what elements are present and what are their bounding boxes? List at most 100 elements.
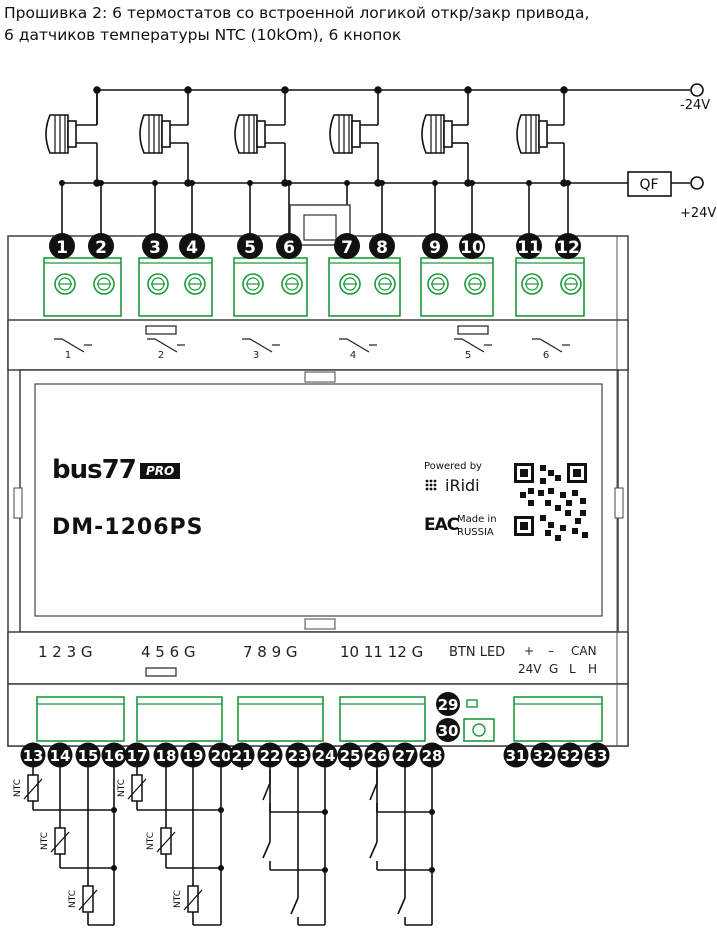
relay-symbol-6: 6 [532, 338, 570, 361]
qr-finder-core [520, 522, 528, 530]
top-terminal-number: 11 [517, 238, 541, 258]
qr-finder-core [520, 469, 528, 477]
bottom-terminal-number: 19 [183, 747, 204, 765]
top-terminal-badge [88, 233, 114, 259]
relay-number: 5 [465, 350, 471, 361]
junction-dot [560, 86, 568, 94]
bottom-terminal-badge [530, 742, 556, 768]
ntc-body [131, 774, 143, 802]
top-terminal-badge [459, 233, 485, 259]
actuators [45, 114, 548, 154]
ntc-slash [23, 778, 43, 800]
bus-indicator [145, 667, 177, 677]
breaker-box [627, 171, 672, 197]
platform-dots-icon [425, 483, 429, 487]
relay-number: 6 [543, 350, 549, 361]
bottom-terminal-badge [419, 742, 445, 768]
bottom-terminal-badge [153, 742, 179, 768]
bottom-terminal-badge [75, 742, 101, 768]
ntc-body [82, 885, 94, 913]
bottom-terminal-badge [503, 742, 529, 768]
bottom-terminal-number: 27 [395, 747, 416, 765]
actuator-neck [351, 120, 361, 148]
relay-contact [454, 338, 485, 353]
bottom-terminal-badge [337, 742, 363, 768]
side-terminal-badge [436, 692, 460, 716]
made-in-label: Made in RUSSIA [457, 513, 497, 539]
relay-contact [147, 338, 178, 353]
bottom-terminal-badge [392, 742, 418, 768]
relay-indicator [145, 325, 177, 335]
top-terminal-number: 6 [283, 238, 295, 258]
actuator-neck [161, 120, 171, 148]
side-terminal-badge [436, 718, 460, 742]
ntc-label: NTC [173, 890, 183, 908]
actuator-neck [256, 120, 266, 148]
brand-badge: PRO [140, 463, 181, 479]
relay-contact [532, 338, 563, 353]
plus-label: + [524, 644, 535, 658]
led-indicator [466, 699, 478, 708]
bottom-terminal-number: 17 [127, 747, 148, 765]
junction-dot [111, 865, 117, 871]
din-module [7, 204, 629, 747]
qr-finder-core [573, 469, 581, 477]
ntc-sensor: NTC [68, 885, 98, 913]
top-terminal-badge [422, 233, 448, 259]
bottom-terminal-number: 24 [315, 747, 336, 765]
platform-dots-icon [429, 483, 433, 487]
powered-by-label: Powered by [424, 461, 482, 472]
top-terminal-badge [142, 233, 168, 259]
qr-module [540, 465, 546, 471]
actuator-5 [421, 114, 453, 154]
wire [262, 841, 271, 859]
wire [290, 897, 299, 915]
actuator-neck [67, 120, 77, 148]
top-terminal-badge [369, 233, 395, 259]
ntc-sensor: NTC [13, 774, 43, 802]
bottom-terminal-badge [285, 742, 311, 768]
v24-label: 24V [518, 662, 542, 676]
qr-module [545, 530, 551, 536]
qr-module [540, 478, 546, 484]
qr-module [555, 535, 561, 541]
relay-contact [54, 338, 85, 353]
ntc-body [187, 885, 199, 913]
top-terminal-badge [555, 233, 581, 259]
junction-dot [281, 86, 289, 94]
bottom-terminal-number: 23 [288, 747, 309, 765]
ntc-sensor: NTC [117, 774, 147, 802]
qr-module [548, 488, 554, 494]
relay-contact [339, 338, 370, 353]
relay-number: 4 [350, 350, 356, 361]
junction-dot [526, 180, 532, 186]
junction-dot [59, 180, 65, 186]
side-terminal-number: 29 [438, 696, 459, 714]
qr-module [548, 470, 554, 476]
model-name: DM-1206PS [52, 515, 204, 540]
l-label: L [569, 662, 576, 676]
qr-module [548, 522, 554, 528]
relay-symbol-2: 2 [147, 338, 185, 361]
relay-number: 3 [253, 350, 259, 361]
ntc-body [54, 827, 66, 855]
top-terminal-badge [179, 233, 205, 259]
junction-dot [560, 179, 568, 187]
junction-dot [93, 179, 101, 187]
relay-number: 2 [158, 350, 164, 361]
bottom-terminal-number: 16 [104, 747, 125, 765]
top-terminal-number: 8 [376, 238, 388, 258]
qr-module [520, 492, 526, 498]
ntc-sensor: NTC [40, 827, 70, 855]
platform-dots-icon [425, 479, 429, 483]
can-label: CAN [571, 644, 597, 658]
bottom-terminal-number: 15 [78, 747, 99, 765]
junction-dot [152, 180, 158, 186]
top-terminal-number: 5 [244, 238, 256, 258]
top-terminal-number: 3 [149, 238, 161, 258]
actuator-neck [443, 120, 453, 148]
ntc-label: NTC [117, 779, 127, 797]
bottom-terminal-number: 26 [367, 747, 388, 765]
bottom-terminal-badge [208, 742, 234, 768]
bottom-terminal-number: 31 [506, 747, 527, 765]
